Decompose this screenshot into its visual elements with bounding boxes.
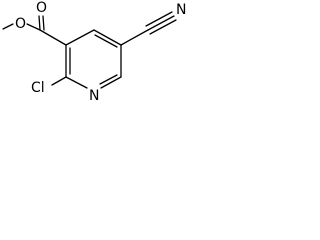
bond-nitrile-triple-1: [147, 15, 175, 31]
bond-ring-c3-c4: [65, 29, 95, 46]
bond-ester-oxygen-carbonyl: [26, 23, 41, 31]
atom-label-nitrile-nitrogen: N: [176, 2, 186, 18]
atom-label-ring-nitrogen: N: [89, 88, 99, 104]
bond-group: [2, 11, 177, 89]
bond-ring-c6-n1-inner: [99, 74, 118, 85]
bond-carbonyl-double-1: [38, 15, 41, 31]
bond-ring-n1-c2: [65, 76, 88, 89]
bond-ring-chlorine: [51, 76, 67, 86]
bond-nitrile-triple-2: [149, 19, 177, 35]
bond-ring-nitrile: [120, 29, 149, 46]
bond-carbonyl-ring: [39, 29, 67, 46]
atom-label-carbonyl-oxygen: O: [36, 0, 47, 16]
bond-nitrile-triple-3: [145, 11, 173, 27]
atom-label-ester-oxygen: O: [15, 16, 26, 32]
atom-labels: O O N N Cl: [15, 0, 186, 104]
molecule-structure: O O N N Cl: [2, 0, 186, 104]
bond-carbonyl-double-2: [42, 15, 45, 31]
atom-label-chlorine: Cl: [31, 80, 45, 96]
bond-ring-c6-n1: [100, 76, 122, 89]
bond-ring-c4-c5-inner: [94, 34, 118, 48]
bond-methyl-ester-oxygen: [2, 23, 14, 30]
bond-ring-c4-c5: [93, 29, 122, 46]
